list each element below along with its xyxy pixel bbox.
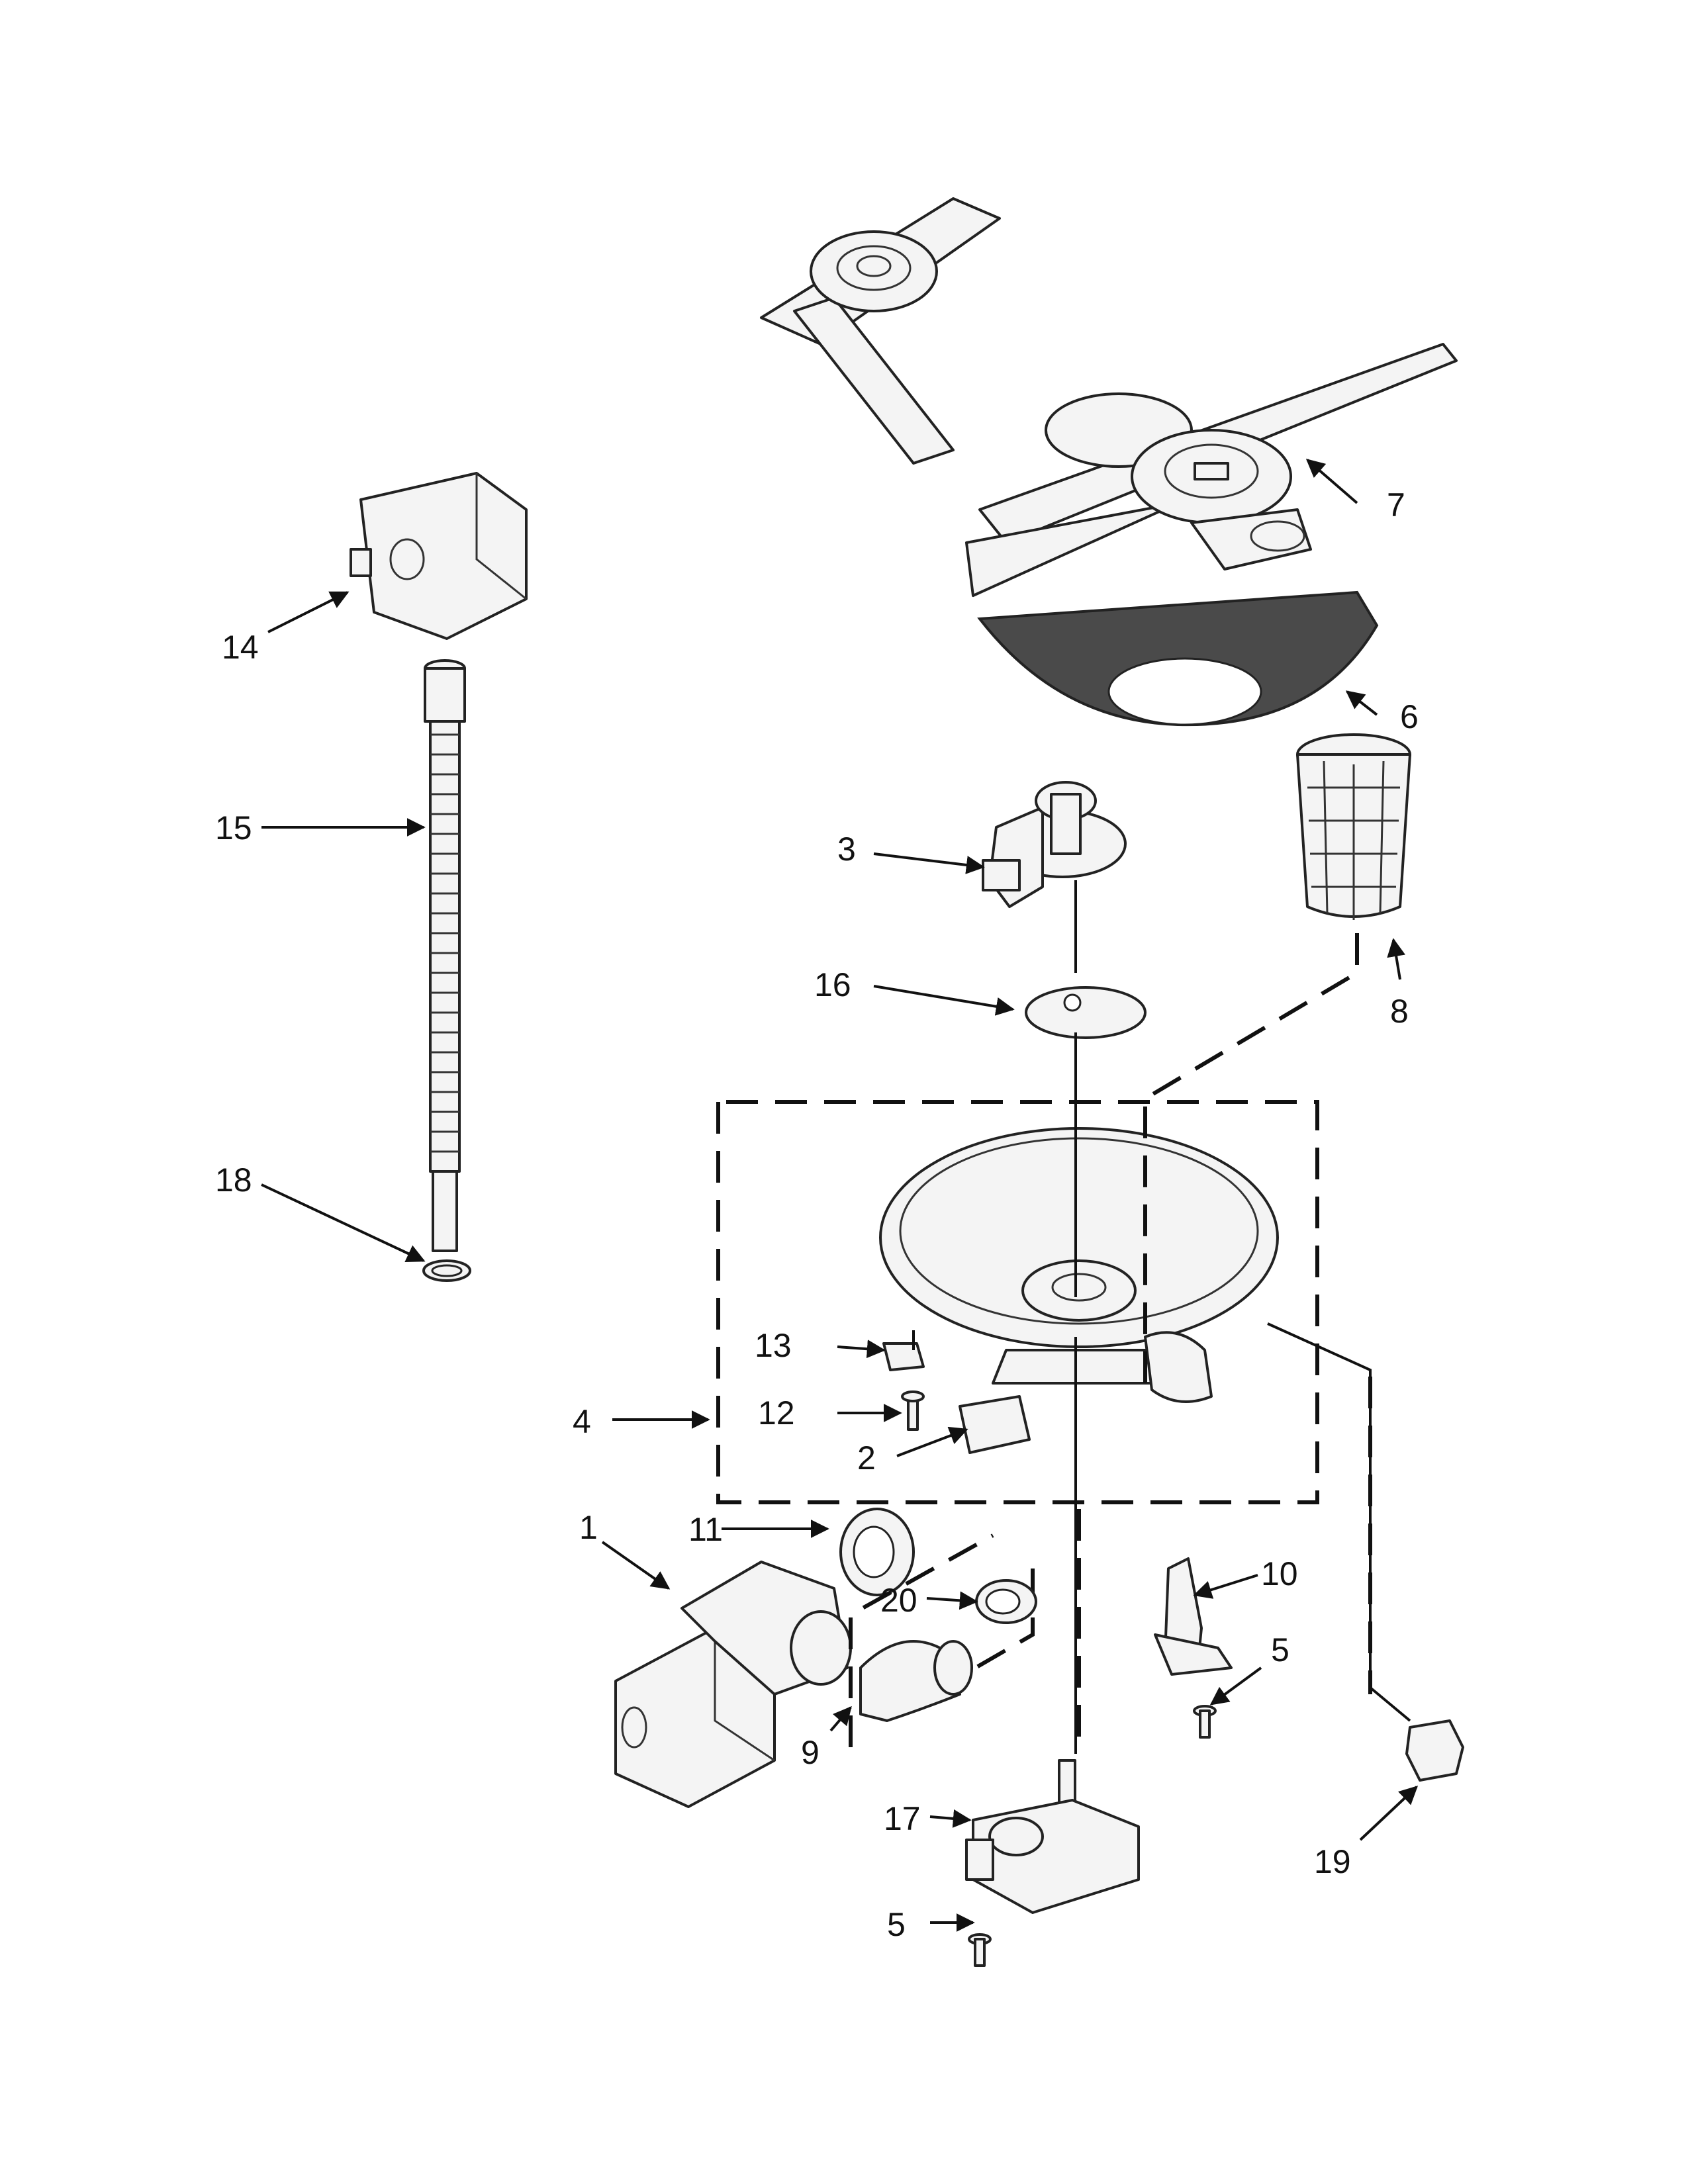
part-4-sump-assembly <box>716 1100 1319 1504</box>
callout-20: 20 <box>880 1582 917 1619</box>
callout-19: 19 <box>1314 1843 1351 1880</box>
part-5-screw-lower <box>968 1933 992 1967</box>
callout-leaders <box>261 459 1419 1932</box>
assembly-lines <box>912 880 1411 1754</box>
part-15-drain-hose <box>424 659 466 1252</box>
callout-13: 13 <box>755 1327 792 1364</box>
callout-11: 11 <box>688 1511 723 1548</box>
part-11-seal-ring <box>839 1508 915 1596</box>
callout-labels: 7 6 8 3 16 14 15 18 4 13 12 2 11 1 20 9 … <box>215 486 1419 1943</box>
part-1-pump-motor <box>614 1561 852 1808</box>
callout-4: 4 <box>573 1403 591 1440</box>
callout-10: 10 <box>1261 1555 1298 1592</box>
callout-14: 14 <box>222 629 259 666</box>
part-14-diverter-motor <box>350 472 528 640</box>
part-5-screw-upper <box>1193 1705 1217 1739</box>
part-18-hose-clamp <box>422 1259 471 1282</box>
part-8-cylindrical-filter <box>1296 733 1411 920</box>
callout-7: 7 <box>1387 486 1405 523</box>
callout-15: 15 <box>215 809 252 846</box>
callout-8: 8 <box>1390 993 1409 1030</box>
callout-6: 6 <box>1400 698 1419 735</box>
part-7-spray-arm-assembly <box>760 197 1458 597</box>
callout-17: 17 <box>884 1800 921 1837</box>
part-20-hose-clamp <box>975 1579 1037 1624</box>
callout-1: 1 <box>579 1509 598 1546</box>
callout-16: 16 <box>814 966 851 1003</box>
callout-5-upper: 5 <box>1271 1631 1289 1668</box>
part-2-terminal-block <box>959 1395 1031 1454</box>
part-3-chopper-housing <box>982 781 1127 908</box>
callout-2: 2 <box>857 1439 876 1477</box>
part-17-valve-housing <box>965 1759 1140 1914</box>
part-13-clip <box>882 1342 925 1371</box>
part-16-gasket-disc <box>1025 986 1147 1039</box>
callout-9: 9 <box>801 1734 820 1771</box>
part-19-sensor <box>1405 1719 1464 1782</box>
callout-12: 12 <box>758 1394 795 1432</box>
callout-5-lower: 5 <box>887 1906 906 1943</box>
part-10-bracket <box>1154 1557 1233 1676</box>
callout-18: 18 <box>215 1161 252 1199</box>
part-6-filter-disk <box>977 590 1379 727</box>
part-12-screw <box>901 1390 925 1431</box>
callout-3: 3 <box>837 831 856 868</box>
